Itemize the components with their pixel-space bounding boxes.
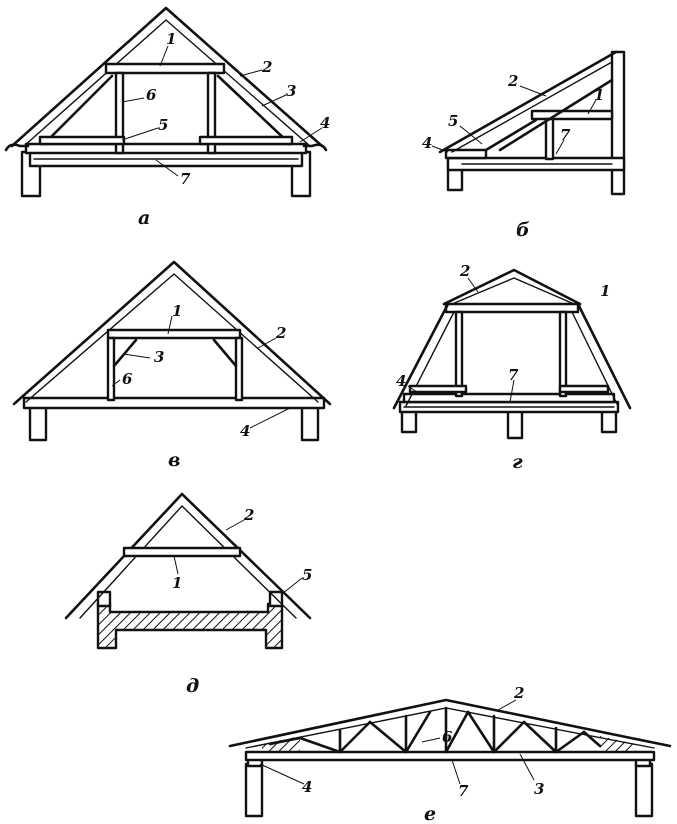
- panel-e-drawing: [228, 698, 672, 818]
- label: 4: [240, 422, 250, 440]
- panel-v-labels: 1 2 3 4 6 в: [111, 302, 291, 471]
- label: 4: [302, 778, 312, 796]
- label: 1: [594, 86, 604, 104]
- label: 7: [560, 126, 571, 144]
- label: 1: [172, 574, 182, 592]
- panel-b-drawing: [438, 50, 626, 196]
- panel-d-labels: 2 1 5 д: [172, 506, 312, 697]
- panel-g-drawing: [392, 268, 632, 440]
- panel-v-drawing: [12, 260, 332, 442]
- label: 6: [146, 86, 157, 104]
- panel-b-caption: б: [516, 219, 530, 241]
- panel-e-caption: е: [424, 803, 436, 824]
- panel-d-drawing: [64, 492, 312, 650]
- label: 4: [320, 114, 330, 132]
- panel-e-labels: 2 6 3 4 7 е: [259, 684, 544, 824]
- panel-a-drawing: [4, 6, 328, 198]
- label: 1: [172, 302, 182, 320]
- label: 6: [122, 370, 133, 388]
- label: 2: [513, 684, 524, 702]
- label: 2: [243, 506, 254, 524]
- label: 7: [508, 366, 519, 384]
- label: 3: [154, 348, 164, 366]
- panel-e: 2 6 3 4 7 е: [228, 684, 672, 824]
- panel-b-labels: 1 2 4 5 7 б: [422, 72, 604, 241]
- panel-v: 1 2 3 4 6 в: [12, 260, 332, 471]
- label: 1: [600, 282, 610, 300]
- panel-g-labels: 2 4 7 1 г: [396, 262, 610, 473]
- label: 2: [275, 324, 286, 342]
- label: 5: [302, 566, 312, 584]
- label: 2: [459, 262, 470, 280]
- panel-d-caption: д: [186, 675, 199, 697]
- label: 5: [158, 116, 168, 134]
- panel-g: 2 4 7 1 г: [392, 262, 632, 473]
- panel-b: 1 2 4 5 7 б: [422, 50, 626, 241]
- label: 4: [422, 134, 432, 152]
- label: 4: [396, 372, 406, 390]
- label: 2: [261, 58, 272, 76]
- panel-a-caption: а: [138, 207, 150, 229]
- label: 6: [442, 728, 453, 746]
- panel-a: 1 2 3 4 5 6 7 а: [4, 6, 330, 229]
- label: 7: [458, 782, 469, 800]
- label: 2: [507, 72, 518, 90]
- label: 1: [166, 30, 176, 48]
- panel-a-labels: 1 2 3 4 5 6 7 а: [121, 30, 330, 229]
- panel-g-caption: г: [512, 451, 523, 473]
- panel-d: 2 1 5 д: [64, 492, 312, 697]
- label: 5: [448, 112, 458, 130]
- label: 3: [534, 780, 544, 798]
- panel-v-caption: в: [168, 449, 180, 471]
- label: 7: [180, 170, 191, 188]
- label: 3: [286, 82, 296, 100]
